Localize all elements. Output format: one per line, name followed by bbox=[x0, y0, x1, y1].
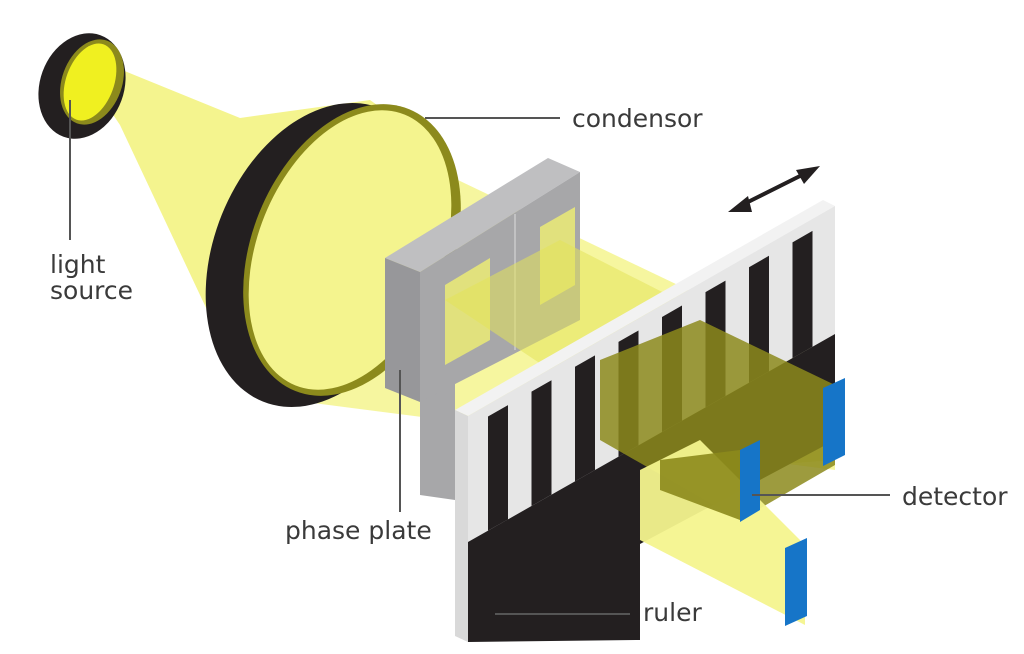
detector-label: detector bbox=[902, 482, 1008, 511]
detector-1 bbox=[740, 440, 760, 522]
ruler-label: ruler bbox=[643, 598, 702, 627]
light-source bbox=[38, 33, 126, 139]
ruler-stripe bbox=[531, 380, 552, 507]
ruler-stripe bbox=[488, 405, 508, 531]
detector-3 bbox=[785, 538, 807, 626]
condensor-label: condensor bbox=[572, 104, 703, 133]
phase-plate-label: phase plate bbox=[285, 516, 432, 545]
double-arrow-icon bbox=[728, 166, 820, 212]
light-source-label-line2: source bbox=[50, 276, 134, 305]
light-source-label-line1: light bbox=[50, 250, 106, 279]
ruler-stripe bbox=[575, 355, 595, 482]
ruler-stripe bbox=[792, 230, 813, 359]
detector-2 bbox=[823, 378, 845, 466]
leader-lines bbox=[69, 100, 890, 615]
detector-beams bbox=[600, 320, 845, 626]
